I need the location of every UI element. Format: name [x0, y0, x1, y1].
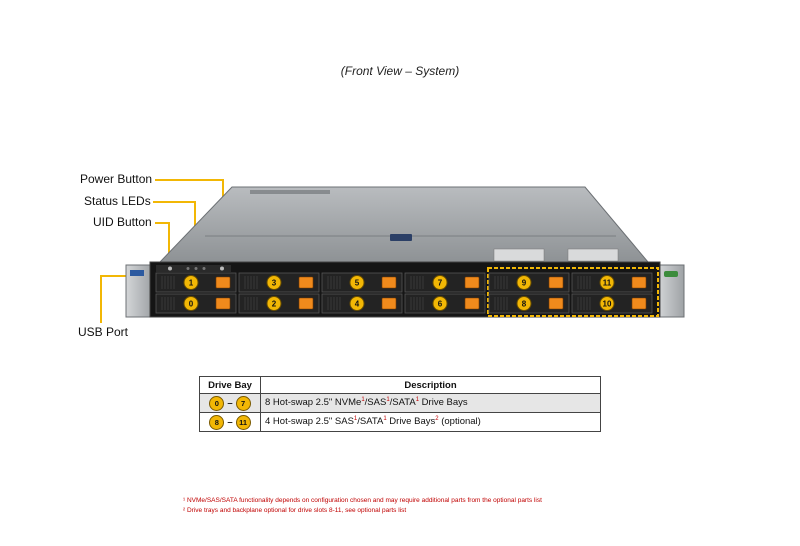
tray-latch-icon[interactable]	[548, 276, 564, 289]
leader-status-h	[153, 201, 195, 203]
tray-latch-icon[interactable]	[215, 276, 231, 289]
drive-bay-0[interactable]: 0	[155, 293, 237, 314]
bay-chip-to: 11	[235, 414, 251, 430]
drive-bay-label: 4	[355, 300, 360, 309]
drive-bay-group: 0 1 2 3 4 5 6 7 8 9 10 11	[155, 272, 653, 314]
drive-bay-1[interactable]: 1	[155, 272, 237, 293]
tray-latch-icon[interactable]	[631, 276, 647, 289]
callout-usb-port: USB Port	[78, 325, 129, 339]
tray-latch-icon[interactable]	[464, 276, 480, 289]
tray-latch-icon[interactable]	[548, 297, 564, 310]
drive-bay-label: 3	[272, 279, 277, 288]
drive-bay-9[interactable]: 9	[488, 272, 570, 293]
drive-bay-label: 6	[438, 300, 443, 309]
tray-latch-icon[interactable]	[381, 297, 397, 310]
service-label-1	[493, 248, 545, 262]
callout-power-button: Power Button	[80, 172, 153, 186]
drive-bay-7[interactable]: 7	[404, 272, 486, 293]
bay-chip-from: 8	[209, 414, 225, 430]
tray-latch-icon[interactable]	[631, 297, 647, 310]
drive-bay-label: 11	[603, 279, 612, 288]
usb-port-icon	[130, 270, 144, 276]
bay-chip-to: 7	[235, 395, 251, 411]
drive-bay-4[interactable]: 4	[321, 293, 403, 314]
tray-latch-icon[interactable]	[298, 276, 314, 289]
drive-bay-3[interactable]: 3	[238, 272, 320, 293]
drive-bay-11[interactable]: 11	[571, 272, 653, 293]
optional-bays-highlight	[487, 267, 659, 317]
drive-bay-label: 8	[522, 300, 527, 309]
drive-bay-label: 1	[189, 279, 194, 288]
leader-usb-h	[100, 275, 130, 277]
right-ear-indicator	[664, 271, 678, 277]
tray-latch-icon[interactable]	[381, 276, 397, 289]
drive-bay-label: 2	[272, 300, 277, 309]
col-header-bay: Drive Bay	[199, 376, 261, 394]
uid-button-icon	[168, 266, 172, 271]
table-row: 8–11 4 Hot-swap 2.5" SAS1/SATA1 Drive Ba…	[199, 412, 601, 432]
leader-usb-v	[100, 275, 102, 323]
table-row: 0–7 8 Hot-swap 2.5" NVMe1/SAS1/SATA1 Dri…	[199, 393, 601, 413]
drive-bay-label: 0	[189, 300, 194, 309]
service-label-2	[567, 248, 619, 262]
bay-chip-from: 0	[209, 395, 225, 411]
drive-bay-2[interactable]: 2	[238, 293, 320, 314]
tray-latch-icon[interactable]	[215, 297, 231, 310]
row-description: 4 Hot-swap 2.5" SAS1/SATA1 Drive Bays2 (…	[260, 412, 601, 432]
drive-bay-label: 5	[355, 279, 360, 288]
power-button-icon	[220, 266, 224, 271]
callout-status-leds: Status LEDs	[84, 194, 151, 208]
drive-bay-label: 7	[438, 279, 443, 288]
leader-uid-v	[168, 222, 170, 270]
drive-bay-table: Drive Bay Description 0–7 8 Hot-swap 2.5…	[199, 376, 601, 432]
drive-bay-8[interactable]: 8	[488, 293, 570, 314]
drive-bay-label: 10	[603, 300, 612, 309]
drive-bay-label: 9	[522, 279, 527, 288]
footnote-2: ² Drive trays and backplane optional for…	[183, 507, 407, 514]
tray-latch-icon[interactable]	[298, 297, 314, 310]
col-header-description: Description	[260, 376, 601, 394]
figure-caption: (Front View – System)	[340, 64, 460, 78]
drive-bay-6[interactable]: 6	[404, 293, 486, 314]
chassis-label	[390, 234, 412, 241]
drive-bay-5[interactable]: 5	[321, 272, 403, 293]
tray-latch-icon[interactable]	[464, 297, 480, 310]
row-description: 8 Hot-swap 2.5" NVMe1/SAS1/SATA1 Drive B…	[260, 393, 601, 413]
leader-power-h	[155, 179, 223, 181]
callout-uid-button: UID Button	[93, 215, 152, 229]
leader-uid-h	[155, 222, 169, 224]
footnote-1: ¹ NVMe/SAS/SATA functionality depends on…	[183, 497, 542, 504]
drive-bay-10[interactable]: 10	[571, 293, 653, 314]
